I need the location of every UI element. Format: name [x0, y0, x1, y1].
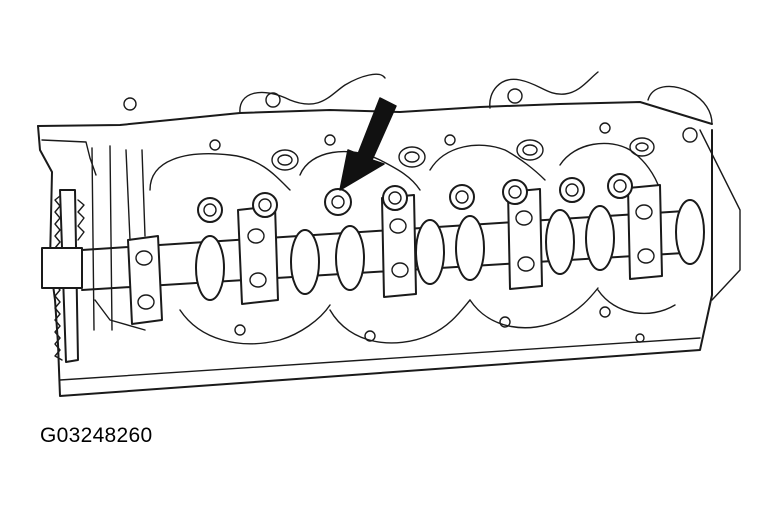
support-posts	[91, 145, 146, 331]
camshaft-sprocket	[41, 189, 85, 363]
head-bolt-holes	[123, 88, 698, 343]
valve-bores	[271, 137, 655, 171]
callout-arrow	[339, 97, 397, 191]
cap-bolt	[197, 197, 223, 223]
cap-bolt	[502, 179, 528, 205]
cap-bolt	[382, 185, 408, 211]
bearing-caps	[127, 184, 663, 325]
cap-bolt	[559, 177, 585, 203]
cap-bolts	[197, 173, 633, 223]
cap-bolt-indicated	[324, 188, 352, 216]
cap-bolt	[449, 184, 475, 210]
cap-bolt	[607, 173, 633, 199]
cap-bolt	[252, 192, 278, 218]
figure-id-label: G03248260	[40, 424, 153, 447]
camshaft	[81, 199, 705, 301]
